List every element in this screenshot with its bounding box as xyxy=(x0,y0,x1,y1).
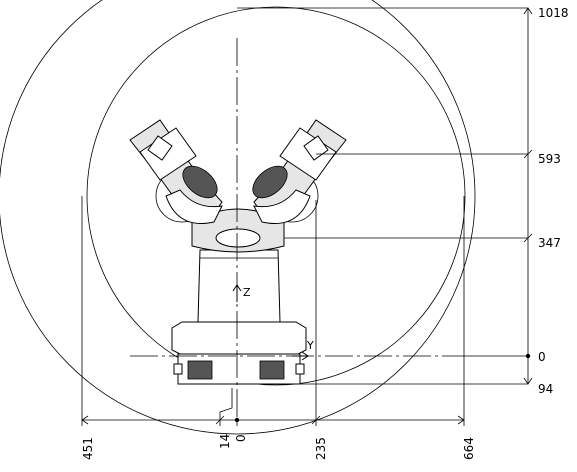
left-arm-wrist xyxy=(139,127,197,181)
dim-origin-dot-horizontal xyxy=(234,417,240,423)
z-axis-label: Z xyxy=(243,286,251,299)
dim-tick-593 xyxy=(523,149,533,159)
dim-arrow-451 xyxy=(81,415,89,425)
z-axis: Z xyxy=(232,284,251,302)
right-arm-wrist xyxy=(279,127,337,181)
robot-right-arm xyxy=(252,119,347,224)
base-connector-left xyxy=(173,363,183,375)
dim-label-235: 235 xyxy=(314,437,328,460)
dim-tick-347 xyxy=(523,233,533,243)
robot-base xyxy=(171,321,307,355)
dim-tick-235 xyxy=(311,415,321,425)
dim-label-451: 451 xyxy=(81,437,95,460)
dim-label-1018: 1018 xyxy=(538,6,569,20)
base-vent-left xyxy=(187,360,213,380)
dim-origin-dot-vertical xyxy=(525,353,531,359)
y-axis: Y xyxy=(292,339,314,361)
dim-arrow-94 xyxy=(523,377,533,385)
dim-label-0-vertical: 0 xyxy=(538,350,546,364)
right-arm-elbow xyxy=(253,189,311,224)
robot-left-arm xyxy=(129,119,223,224)
base-connector-right xyxy=(295,363,305,375)
right-arm-gripper xyxy=(252,165,288,199)
reach-envelope-right-arm xyxy=(86,6,466,386)
dim-label-0-horizontal: 0 xyxy=(234,434,248,442)
left-arm-flange xyxy=(147,135,173,161)
dim-arrow-1018 xyxy=(523,7,533,15)
dim-tick-14 xyxy=(215,415,225,425)
left-arm-gripper xyxy=(182,165,218,199)
robot-outline xyxy=(129,119,347,385)
extension-line-14 xyxy=(219,388,233,426)
dim-label-347: 347 xyxy=(538,236,561,250)
dim-label-94: 94 xyxy=(538,382,553,396)
reach-envelope-left-arm xyxy=(0,0,476,435)
left-arm-elbow xyxy=(165,189,223,224)
shoulder-cap xyxy=(215,228,261,248)
dim-arrow-664 xyxy=(457,415,465,425)
base-vent-right xyxy=(259,360,285,380)
dim-label-664: 664 xyxy=(462,437,476,460)
y-axis-label: Y xyxy=(306,339,314,352)
dim-label-593: 593 xyxy=(538,152,561,166)
dim-label-14: 14 xyxy=(218,434,232,449)
robot-torso xyxy=(197,249,281,323)
